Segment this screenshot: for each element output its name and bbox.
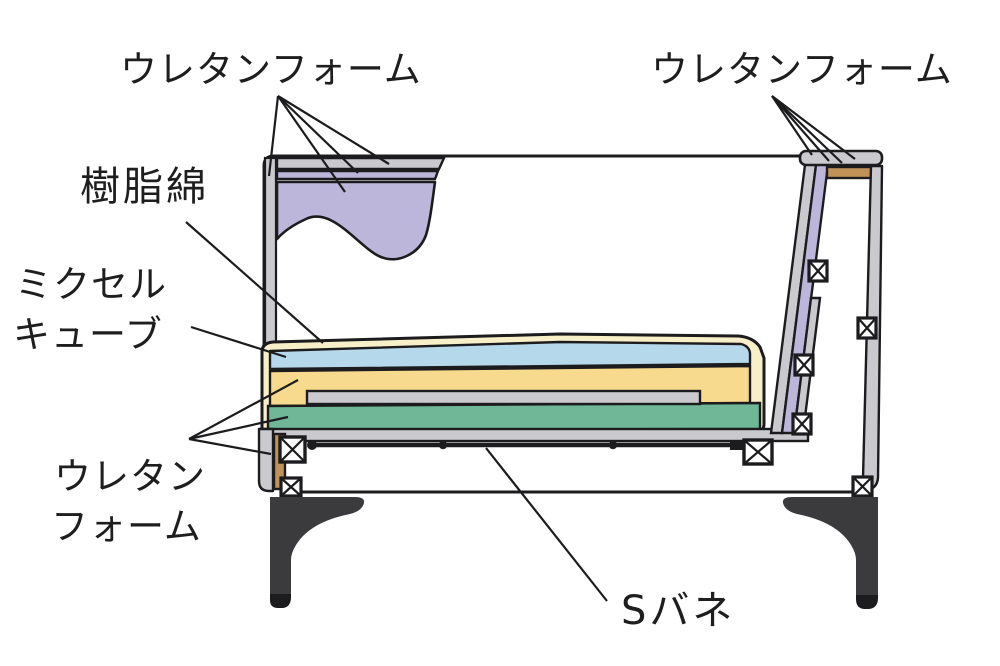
leader-resin-cotton [185, 221, 324, 344]
backrest-top-cap [798, 149, 884, 167]
joint-box-front-upper [278, 435, 307, 464]
right-leg [782, 497, 878, 606]
label-s-spring: Sバネ [621, 588, 735, 634]
label-urethane-top-right: ウレタンフォーム [651, 48, 953, 91]
label-mixel-cube-line1: ミクセル [15, 263, 167, 306]
right-leg-tip [856, 595, 878, 609]
armrest-layer-purple-thin [275, 169, 440, 181]
armrest-layer-gray [275, 156, 446, 171]
leader-mixel-cube [190, 325, 287, 359]
leader-urethane-top-left [267, 95, 390, 193]
joint-box-backrest-mid [793, 353, 815, 377]
spring-clip-2 [608, 440, 618, 450]
armrest-foam-purple [275, 180, 437, 261]
label-mixel-cube-line2: キューブ [13, 313, 163, 356]
seat-base-bar [259, 427, 810, 443]
label-urethane-bottom-line1: ウレタン [54, 455, 206, 498]
armrest-side-panel [263, 156, 278, 351]
joint-box-front-lower [279, 476, 303, 498]
label-resin-cotton: 樹脂綿 [80, 164, 209, 210]
seat-layer-blue [268, 340, 752, 371]
spring-end-dot [307, 440, 317, 450]
joint-box-wall-upper [856, 316, 878, 340]
leader-s-spring [485, 447, 608, 602]
backrest-top-wood [825, 165, 878, 180]
leader-urethane-top-right [771, 95, 856, 164]
joint-box-backrest-upper [807, 259, 829, 283]
joint-box-wall-lower [851, 475, 874, 498]
seat-layer-green [266, 401, 762, 432]
joint-box-backrest-lower [791, 412, 813, 436]
front-left-wrap [257, 427, 275, 493]
label-urethane-bottom-line2: フォーム [51, 505, 202, 548]
left-leg-tip [270, 594, 291, 608]
left-leg [270, 497, 365, 603]
label-urethane-top-left: ウレタンフォーム [120, 48, 422, 91]
spring-clip-1 [438, 440, 448, 450]
seat-divider-bar [305, 389, 702, 406]
joint-box-spring-right [742, 438, 774, 466]
leader-urethane-bottom-left [188, 379, 299, 456]
spring-right-anchor [730, 440, 744, 450]
